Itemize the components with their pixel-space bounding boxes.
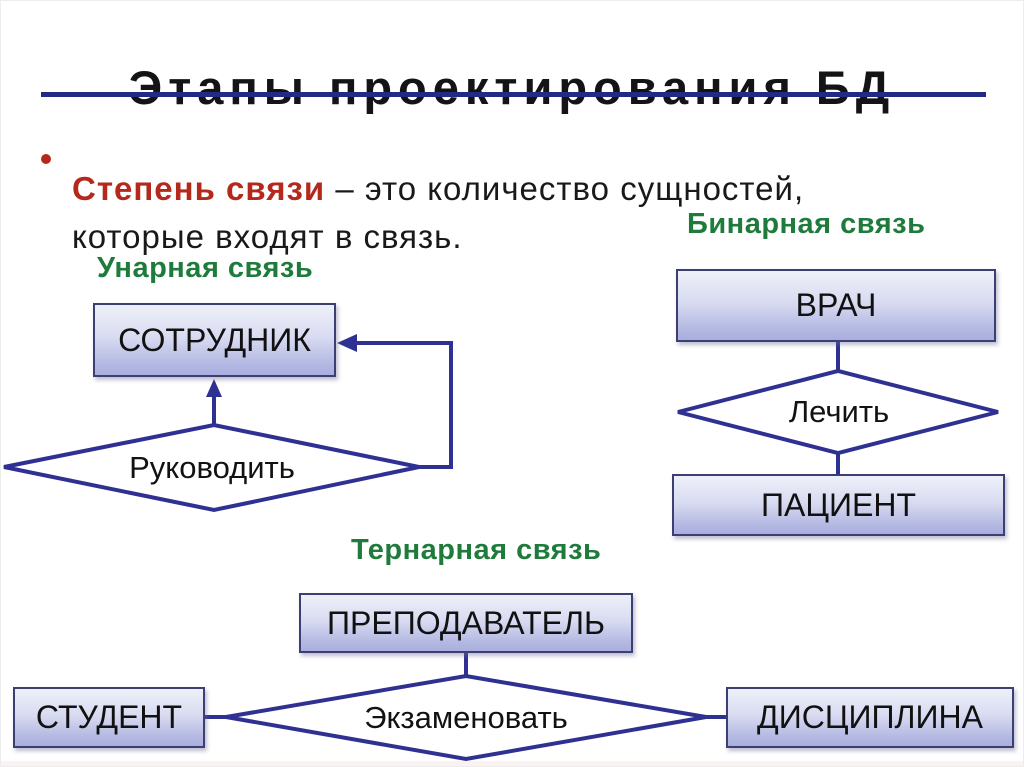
- up-arrowhead-icon: [206, 379, 222, 397]
- binary-relation-label: Лечить: [788, 394, 890, 429]
- ternary-relation-label: Экзаменовать: [364, 700, 568, 735]
- ternary-entity-top-box: ПРЕПОДАВАТЕЛЬ: [299, 593, 633, 653]
- left-arrowhead-icon: [337, 334, 357, 352]
- unary-loop-connector: [351, 341, 453, 469]
- ternary-entity-right-box: ДИСЦИПЛИНА: [726, 687, 1014, 748]
- slide-bottom-edge: [1, 761, 1023, 766]
- binary-section-heading: Бинарная связь: [687, 208, 926, 240]
- ternary-entity-left-box: СТУДЕНТ: [13, 687, 205, 748]
- bullet-marker: [41, 154, 51, 164]
- unary-relation-label: Руководить: [129, 450, 295, 485]
- slide-title: Этапы проектирования БД: [128, 61, 896, 115]
- unary-entity-box: СОТРУДНИК: [93, 303, 336, 377]
- binary-entity-top-box: ВРАЧ: [676, 269, 996, 342]
- bullet-item: Степень связи – это количество сущностей…: [72, 165, 920, 261]
- unary-section-heading: Унарная связь: [97, 252, 314, 284]
- title-underline: [41, 92, 986, 97]
- ternary-section-heading: Тернарная связь: [351, 534, 602, 566]
- definition-text: – это количество сущностей, которые вход…: [72, 170, 805, 255]
- term-text: Степень связи: [72, 170, 326, 207]
- binary-entity-bottom-box: ПАЦИЕНТ: [672, 474, 1005, 536]
